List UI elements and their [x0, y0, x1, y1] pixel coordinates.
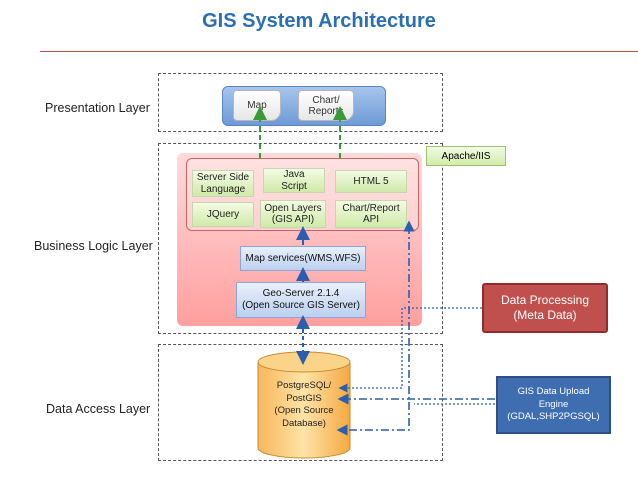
data-processing-line-2: (Meta Data) [513, 308, 577, 322]
openlayers-line-2: (GIS API) [271, 214, 315, 225]
data-layer-label: Data Access Layer [46, 402, 151, 416]
database-line-4: Database) [282, 417, 326, 429]
javascript-node: Java Script [263, 168, 325, 193]
upload-engine-line-3: (GDAL,SHP2PGSQL) [507, 411, 600, 423]
upload-engine-line-1: GIS Data Upload [517, 386, 590, 398]
html5-node: HTML 5 [335, 170, 407, 193]
upload-engine-node: GIS Data Upload Engine (GDAL,SHP2PGSQL) [496, 376, 611, 434]
database-line-1: PostgreSQL/ [276, 380, 332, 391]
javascript-line-1: Java [283, 169, 305, 180]
chart-api-line-1: Chart/Report [342, 202, 400, 214]
map-label: Map [247, 100, 267, 111]
chart-api-line-2: API [362, 214, 380, 225]
presentation-layer-label: Presentation Layer [45, 101, 150, 115]
data-processing-line-1: Data Processing [500, 293, 590, 307]
business-layer-label: Business Logic Layer [34, 239, 153, 253]
title-rule [40, 51, 638, 52]
server-side-language-node: Server Side Language [192, 170, 254, 197]
openlayers-line-1: Open Layers [264, 202, 322, 214]
jquery-label: JQuery [206, 208, 240, 220]
upload-engine-line-2: Engine [538, 398, 569, 410]
geoserver-line-1: Geo-Server 2.1.4 [262, 288, 340, 299]
server-side-line-2: Language [200, 183, 246, 195]
chart-reports-label-1: Chart/ [312, 94, 340, 106]
arrow-dataprocessing-database [338, 307, 482, 393]
database-line-2: PostGIS [286, 392, 322, 404]
javascript-line-2: Script [281, 180, 307, 192]
data-processing-node: Data Processing (Meta Data) [482, 283, 608, 333]
jquery-node: JQuery [192, 202, 254, 227]
database-label: PostgreSQL/ PostGIS (Open Source Databas… [262, 380, 346, 430]
diagram-title: GIS System Architecture [202, 10, 436, 32]
openlayers-node: Open Layers (GIS API) [260, 200, 326, 228]
chart-reports-label-2: Reports [308, 105, 344, 117]
geoserver-line-2: (Open Source GIS Server) [242, 300, 360, 311]
server-side-line-1: Server Side [196, 172, 250, 183]
apache-iis-note: Apache/IIS [426, 146, 506, 166]
chart-reports-node: Chart/ Reports [298, 90, 354, 121]
arrow-chartapi-database [336, 220, 415, 436]
apache-iis-label: Apache/IIS [441, 150, 491, 162]
html5-label: HTML 5 [353, 175, 389, 187]
map-services-label: Map services(WMS,WFS) [245, 252, 361, 264]
database-line-3: (Open Source [274, 405, 334, 416]
